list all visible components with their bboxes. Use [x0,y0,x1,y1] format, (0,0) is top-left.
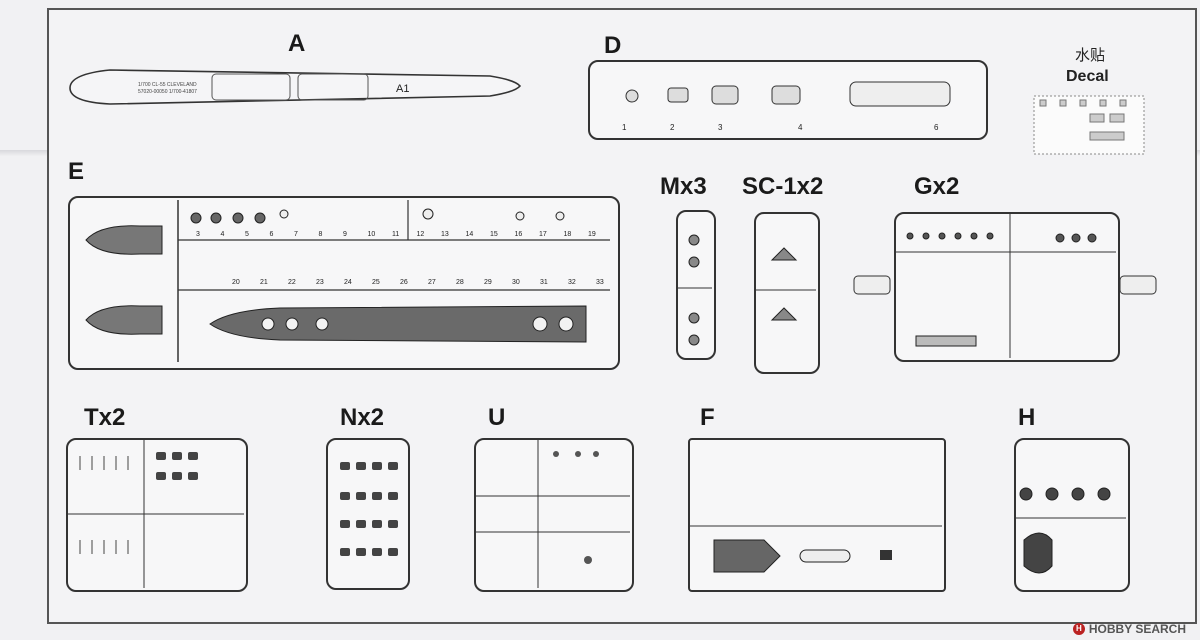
sprue-e-part-number: 4 [221,231,225,238]
sprue-e-part-number: 7 [294,231,298,238]
superstructure-part [713,539,781,573]
sprue-sc [754,212,820,374]
sprue-d-part-number: 2 [670,123,675,132]
sprue-d-part-number: 6 [934,123,939,132]
label-sprue-n: Nx2 [340,404,385,431]
sprue-e-part-number: 11 [392,231,399,238]
sprue-e-part-number: 12 [417,231,425,238]
sprue-e-part-number: 13 [441,231,449,238]
sprue-e-part-number: 23 [316,279,324,286]
hull-part-id: A1 [396,83,409,95]
label-sprue-sc: SC-1x2 [742,173,824,200]
sprue-e-part-number: 28 [456,279,464,286]
sprue-e-part-number: 6 [270,231,274,238]
sprue-d-part-number: 1 [622,123,627,132]
label-sprue-t: Tx2 [84,404,126,431]
sprue-d-part-number: 4 [798,123,803,132]
sprue-e-part-number: 18 [564,231,572,238]
label-sprue-d: D [604,32,622,59]
hull-text-2: 57020-00050 1/700-41807 [138,89,197,95]
sprue-e-part-number: 14 [466,231,474,238]
sprue-e-part-number: 30 [512,279,520,286]
sprue-e-part-number: 22 [288,279,296,286]
label-sprue-m: Mx3 [660,173,707,200]
sprue-e-part-number: 33 [596,279,604,286]
sprue-e-part-number: 16 [515,231,523,238]
hull-text-1: 1/700 CL-55 CLEVELAND [138,82,197,88]
sprue-e-part-number: 31 [540,279,548,286]
deck-part [209,305,587,343]
sprue-e-part-number: 9 [343,231,347,238]
hull-part-a1 [69,69,522,105]
sprue-e-part-number: 10 [368,231,376,238]
sprue-u [474,438,634,592]
sprue-e-part-number: 3 [196,231,200,238]
label-sprue-e: E [68,158,85,185]
decal-title-en: Decal [1066,68,1109,85]
label-sprue-h: H [1018,404,1036,431]
sprue-e-part-number: 24 [344,279,352,286]
sprue-e-part-number: 19 [588,231,596,238]
decal-sheet [1033,95,1145,155]
label-sprue-f: F [700,404,715,431]
watermark-logo-icon: H [1072,623,1085,635]
sprue-e-part-number: 21 [260,279,268,286]
sprue-e-part-number: 26 [400,279,408,286]
sprue-d-part-number: 3 [718,123,723,132]
sprue-t [66,438,248,592]
decal-title-cn: 水贴 [1075,46,1106,64]
sprue-d-numbers: 1 2 3 4 6 [622,123,939,132]
sprue-e-part-number: 5 [245,231,249,238]
sprue-e-part-number: 20 [232,279,240,286]
sprue-e-small-parts [190,208,565,224]
sprue-e-part-number: 29 [484,279,492,286]
sprue-e-part-number: 17 [539,231,547,238]
sprue-d-parts [625,81,951,107]
sprue-e-part-number: 8 [319,231,323,238]
sprue-e-part-number: 15 [490,231,498,238]
sprue-e-part-number: 25 [372,279,380,286]
label-sprue-g: Gx2 [914,173,960,200]
sprue-e-part-number: 32 [568,279,576,286]
sprue-e-turrets [85,225,163,335]
label-sprue-u: U [488,404,506,431]
sprue-e-part-number: 27 [428,279,436,286]
label-sprue-a: A [288,30,306,57]
